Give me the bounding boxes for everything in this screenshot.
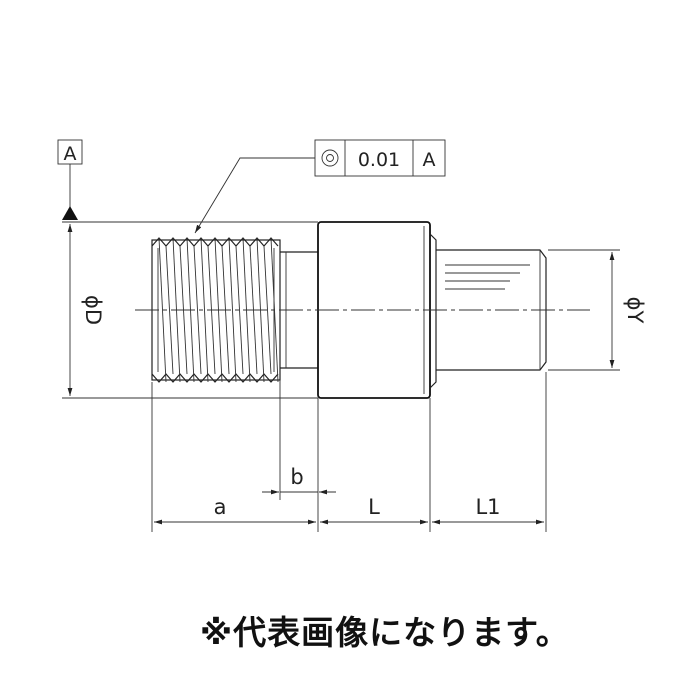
representative-image-note: ※代表画像になります。: [200, 613, 570, 652]
diameter-d-dimension: ϕD: [62, 224, 318, 399]
diameter-y-label: ϕY: [623, 297, 647, 324]
datum-label: A: [64, 143, 77, 165]
dimension-b-label: b: [290, 465, 303, 489]
tolerance-frame: 0.01 A: [194, 139, 446, 234]
diameter-d-label: ϕD: [81, 295, 105, 325]
diameter-y-dimension: ϕY: [548, 249, 647, 371]
dimension-a-label: a: [214, 495, 227, 519]
dimension-b: b: [262, 465, 336, 495]
datum-reference: A: [57, 139, 83, 220]
datum-triangle-icon: [62, 206, 78, 220]
dimension-l-label: L: [368, 495, 380, 519]
tolerance-value: 0.01: [358, 149, 400, 171]
dimension-l1-label: L1: [475, 495, 500, 519]
tolerance-datum: A: [423, 149, 436, 171]
concentricity-icon: [321, 149, 339, 167]
pin-section: [436, 249, 547, 371]
bottom-dimensions: a L L1: [154, 495, 544, 525]
